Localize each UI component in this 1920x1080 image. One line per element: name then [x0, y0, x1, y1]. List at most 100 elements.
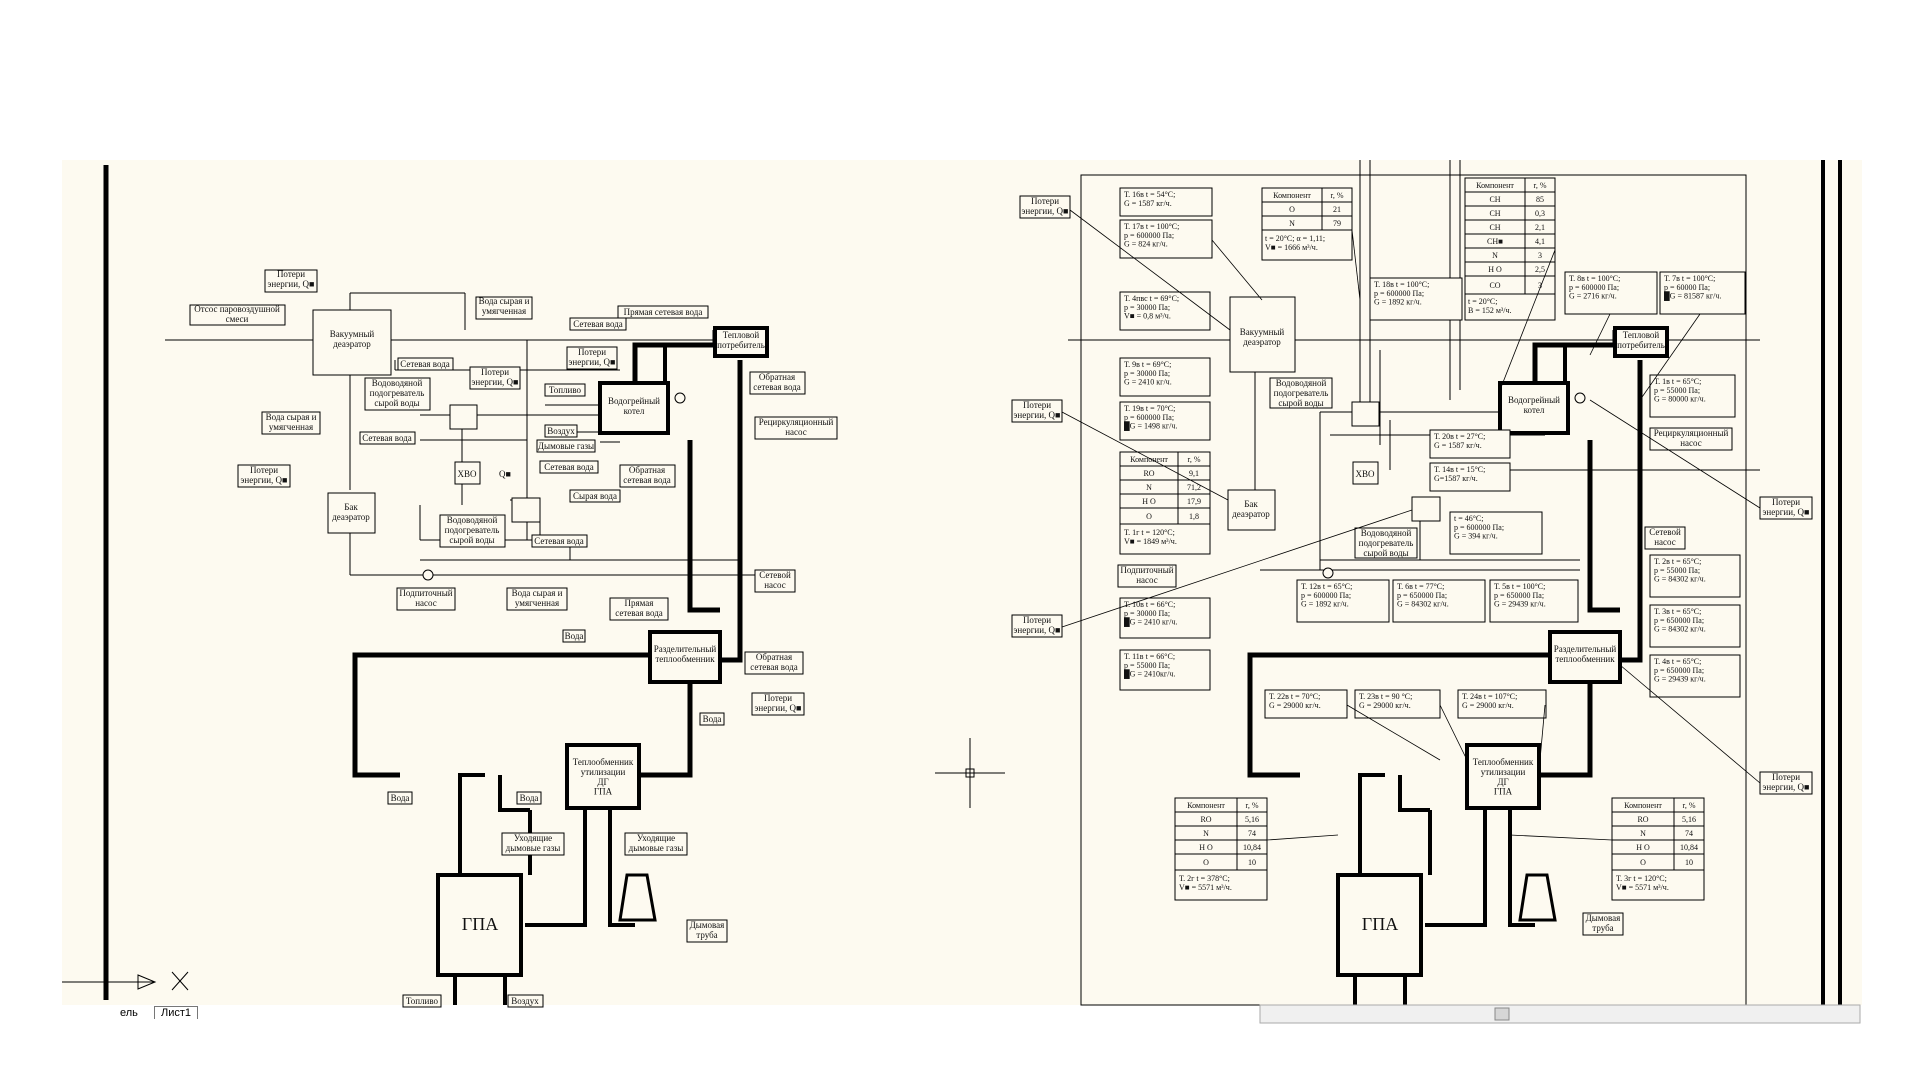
left-water-1-frame [562, 629, 586, 643]
left-losses-hx2-frame [751, 692, 805, 716]
left-hx1[interactable] [449, 404, 478, 430]
right-hx2[interactable] [1411, 496, 1441, 522]
right-hot-water-boiler[interactable] [1498, 381, 1570, 435]
fuel-r1c1: 0,3 [1535, 209, 1545, 218]
right-gpa[interactable] [1336, 873, 1423, 977]
left-losses-top-frame [264, 269, 318, 293]
fuel-r3c0: CH■ [1487, 237, 1503, 246]
left-water-2-frame [699, 712, 725, 726]
right-vacuum-deaerator[interactable] [1229, 296, 1296, 373]
left-recirc-pump[interactable] [674, 392, 686, 404]
right-losses-2-frame [1011, 399, 1063, 423]
right-xvo-box[interactable] [1352, 461, 1379, 485]
right-p4b-frame [1649, 654, 1741, 698]
right-gpa-label: ГПА [1362, 914, 1398, 934]
left-xvo-box[interactable] [454, 461, 481, 485]
left-chimney[interactable] [618, 873, 657, 922]
left-recovery-hx[interactable] [565, 743, 641, 810]
gpa-left-r3c1: 10 [1248, 858, 1256, 867]
right-heater-raw-1-frame [1269, 377, 1333, 409]
left-xvo-label: ХВО [457, 469, 477, 479]
left-water-3: Вода [391, 793, 410, 803]
left-net-water-2-frame [397, 357, 454, 371]
air-r1c0: N [1289, 219, 1295, 228]
right-p20: Т. 20в t = 27°С;G = 1587 кг/ч. [1434, 432, 1485, 450]
fuel-r2c0: CH [1489, 223, 1500, 232]
horizontal-scrollbar[interactable] [1259, 1004, 1861, 1024]
right-p19: Т. 19в t = 70°С;p = 600000 Па;█G = 1498 … [1124, 404, 1177, 432]
left-gpa[interactable] [436, 873, 523, 977]
crosshair-cursor [935, 738, 1005, 808]
left-rawsoft-3-frame [506, 587, 568, 611]
left-vacuum-deaerator[interactable] [312, 309, 392, 376]
gpa-right-r1c1: 74 [1685, 829, 1693, 838]
left-hx2[interactable] [511, 497, 541, 523]
gpa-left-r0c1: 5,16 [1245, 815, 1259, 824]
layout-tab-bar: ель Лист1 [62, 1005, 1862, 1025]
left-hot-water-boiler[interactable] [598, 381, 670, 435]
right-p3: Т. 3в t = 65°С;p = 650000 Па;G = 84302 к… [1654, 607, 1706, 634]
boiler-gas-r0c1: 9,1 [1189, 469, 1199, 478]
tab-sheet1[interactable]: Лист1 [154, 1006, 199, 1019]
right-separating-hx[interactable] [1548, 630, 1622, 684]
right-recirc-pump[interactable] [1574, 392, 1586, 404]
right-losses-1-frame [1019, 195, 1071, 219]
left-thick-gpa-left [458, 773, 485, 875]
left-recirc-label-frame [754, 416, 838, 440]
right-chimney[interactable] [1518, 873, 1557, 922]
scrollbar-thumb[interactable] [1494, 1007, 1510, 1021]
right-thick-hx-right [1540, 680, 1593, 778]
right-tank-deaerator[interactable] [1227, 489, 1276, 531]
right-hx1[interactable] [1351, 401, 1380, 427]
right-air-params: t = 20°С; α = 1,11;V■ = 1666 м³/ч. [1265, 234, 1325, 252]
left-separating-hx[interactable] [648, 630, 722, 684]
tab-model[interactable]: ель [120, 1007, 138, 1019]
gpa-right-r0c0: RO [1637, 815, 1648, 824]
right-recovery-hx[interactable] [1465, 743, 1541, 810]
left-fuel-frame [544, 383, 586, 397]
right-xvo-label: ХВО [1355, 469, 1375, 479]
right-p24: Т. 24в t = 107°С;G = 29000 кг/ч. [1462, 692, 1517, 710]
gpa-right-h2: r, % [1682, 801, 1695, 810]
right-p14-frame [1429, 462, 1511, 492]
fuel-h2: r, % [1533, 181, 1546, 190]
fuel-table: Компонент r, % CH 85 CH 0,3 CH 2,1 CH■ 4… [1464, 177, 1556, 321]
right-p8: Т. 8в t = 100°С;p = 600000 Па;G = 2716 к… [1569, 274, 1620, 301]
left-heat-consumer[interactable] [713, 326, 769, 358]
boiler-gas-r0c0: RO [1143, 469, 1154, 478]
boiler-gas-r1c0: N [1146, 483, 1152, 492]
left-makeup-pump-frame [396, 587, 456, 611]
left-air-bottom: Воздух [511, 996, 539, 1006]
gpa-right-r2c1: 10,84 [1680, 843, 1698, 852]
right-makeup-pump[interactable] [1322, 567, 1334, 579]
fuel-r0c1: 85 [1536, 195, 1544, 204]
left-return-water-2-frame [619, 464, 676, 488]
left-flue-frame [536, 439, 596, 453]
fuel-r6c1: 3 [1538, 281, 1542, 290]
air-h1: Компонент [1273, 191, 1311, 200]
air-h2: r, % [1330, 191, 1343, 200]
air-r0c0: O [1289, 205, 1295, 214]
left-tank-deaerator[interactable] [327, 492, 376, 534]
left-makeup-pump[interactable] [422, 569, 434, 581]
right-p7: Т. 7в t = 100°С;p = 60000 Па;█G = 81587 … [1664, 274, 1721, 302]
gpa-right-h1: Компонент [1624, 801, 1662, 810]
gpa-left-r0c0: RO [1200, 815, 1211, 824]
right-heat-consumer[interactable] [1613, 326, 1669, 358]
